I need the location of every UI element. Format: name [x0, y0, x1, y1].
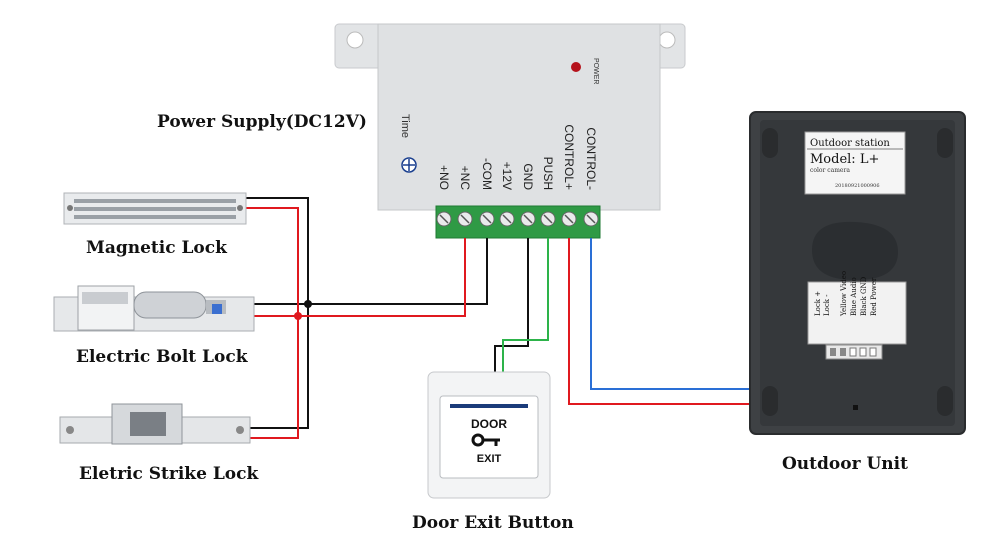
red-wire-no [246, 238, 466, 317]
electric-strike-lock-device [59, 403, 251, 445]
power-led-icon [571, 62, 581, 72]
exit-button-bottom-text: EXIT [477, 453, 502, 465]
black-wire-gnd [494, 238, 529, 374]
sticker-title: Outdoor station [810, 138, 890, 149]
wire-label: Lock + [814, 291, 822, 316]
terminal-label: CONTROL- [584, 127, 598, 190]
wire-label: Blue Audio [850, 277, 858, 316]
terminal-label: GND [521, 163, 535, 190]
wires [246, 197, 841, 439]
terminal-label: -COM [480, 158, 494, 190]
key-icon [471, 433, 500, 447]
terminal-label: +NO [437, 165, 451, 190]
magnetic-lock-label: Magnetic Lock [86, 238, 227, 258]
magnetic-lock-device [63, 192, 247, 225]
sticker-sub: color camera [810, 167, 850, 174]
power-supply-body [377, 23, 661, 211]
terminal-label: PUSH [541, 157, 555, 190]
mount-hole-left [346, 31, 364, 49]
outdoor-unit-label: Outdoor Unit [782, 454, 908, 474]
mount-hole-right [658, 31, 676, 49]
wire-label: Black GND [860, 276, 868, 316]
sticker-model: Model: L+ [810, 152, 879, 167]
power-supply-unit: POWER Time +NO +NC -COM +12V GND PUSH CONTROL+… [334, 23, 686, 239]
terminal-label: +12V [500, 162, 514, 190]
wire-label-sticker [807, 281, 907, 345]
power-supply-label: Power Supply(DC12V) [157, 112, 367, 132]
wire-label: Lock - [823, 294, 831, 316]
wire-label: Yellow Video [840, 271, 848, 317]
model-sticker [804, 131, 906, 195]
electric-bolt-lock-label: Electric Bolt Lock [76, 347, 248, 367]
black-junction-dot [304, 300, 312, 308]
door-exit-button-label: Door Exit Button [412, 513, 574, 533]
black-wire-lock-bus [246, 197, 309, 429]
green-wire-push [502, 238, 549, 374]
door-exit-button-device: DOOR EXIT [427, 371, 551, 499]
terminal-label: CONTROL+ [562, 124, 576, 190]
power-led-label: POWER [592, 58, 599, 84]
black-wire-com [246, 238, 488, 305]
red-junction-dot [294, 312, 302, 320]
terminal-label: +NC [458, 166, 472, 191]
time-label: Time [399, 114, 411, 138]
red-wire-lock-bus [246, 207, 299, 439]
electric-bolt-lock-device [53, 285, 255, 332]
electric-strike-lock-label: Eletric Strike Lock [79, 464, 259, 484]
outdoor-unit-device: Outdoor station Model: L+ color camera 2… [749, 111, 966, 435]
wire-label: Red Power [870, 277, 878, 316]
sticker-serial: 20180921000906 [835, 183, 880, 189]
exit-button-top-text: DOOR [471, 417, 507, 431]
